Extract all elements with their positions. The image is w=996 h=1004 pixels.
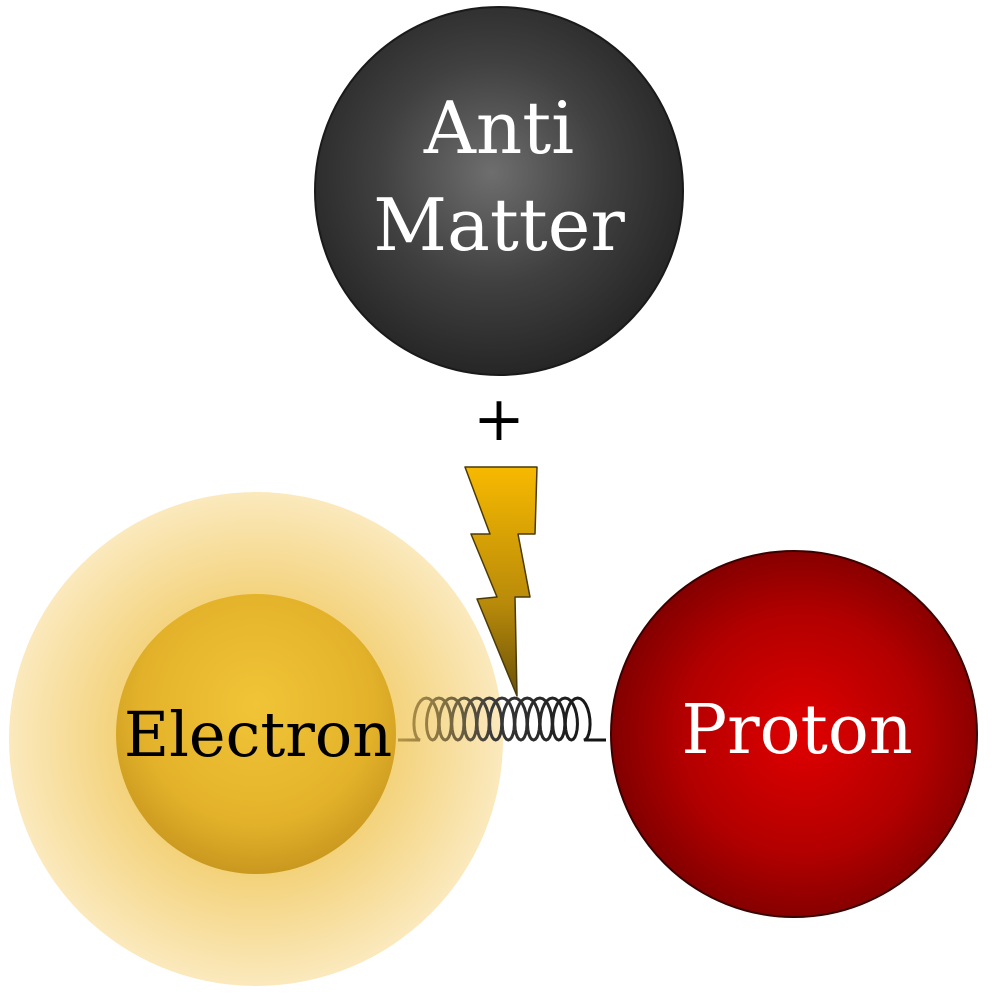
electron-core [116,594,396,874]
electron-label: Electron [124,698,392,771]
proton-label: Proton [681,691,912,770]
antimatter-label-line2: Matter [373,183,625,267]
spring-icon [398,696,606,742]
proton-sphere [610,550,978,918]
antimatter-particle: Anti Matter [314,6,684,376]
proton-particle: Proton [610,550,978,918]
plus-sign: + [473,382,525,455]
lightning-bolt-icon [464,466,538,697]
electron-particle: Electron [9,492,503,986]
antimatter-label-line1: Anti [423,86,574,170]
antimatter-sphere [314,6,684,376]
